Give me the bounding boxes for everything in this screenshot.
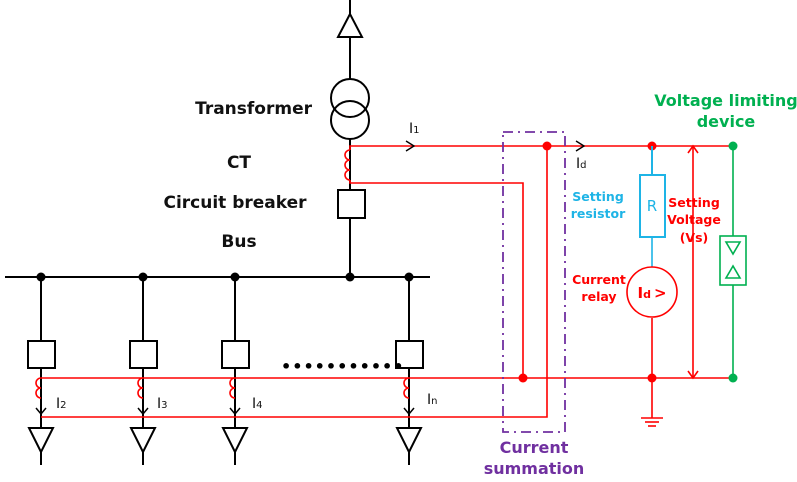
resistor-symbol-label: R: [647, 197, 657, 215]
current-label-in: In: [427, 392, 437, 408]
current-label-i3: I3: [157, 396, 168, 412]
down-arrow-icon: [403, 407, 415, 416]
feeder-current-arrows: [35, 407, 415, 416]
feeder-ct-coil-icon: [229, 377, 236, 399]
vld-junction-dot: [728, 373, 738, 383]
summation-return-wire: [41, 146, 548, 418]
transformer-label: Transformer: [195, 99, 313, 119]
feeder-ct-coil-icon: [137, 377, 144, 399]
current-summation-box: [502, 131, 566, 433]
current-label-i4: I4: [252, 396, 263, 412]
summation-junction-dot: [518, 373, 528, 383]
ct-label: CT: [227, 153, 251, 173]
more-feeders-ellipsis: •••••••••••: [281, 357, 405, 376]
main-ct-top-wire: [349, 145, 733, 150]
ct-secondary-wiring: [41, 145, 733, 418]
current-relay: [626, 266, 678, 318]
load-arrow-icon: [395, 427, 423, 455]
current-relay-label-line2: relay: [581, 289, 616, 304]
current-summation-label-line2: summation: [484, 459, 585, 478]
feeder-ct-coil-icon: [35, 377, 42, 399]
down-arrow-icon: [35, 407, 47, 416]
voltage-limiting-label-line2: device: [697, 112, 756, 131]
load-arrow-icon: [129, 427, 157, 455]
feeder-1: [27, 277, 56, 465]
current-summation-label-line1: Current: [500, 438, 569, 457]
current-relay-label-line1: Current: [572, 272, 626, 287]
current-label-i1: I1: [409, 121, 420, 137]
setting-voltage-label-line3: (Vs): [680, 230, 709, 245]
voltage-limiting-device: [719, 141, 747, 383]
feeder-2: [129, 277, 158, 465]
load-arrow-icon: [221, 427, 249, 455]
circuit-breaker-label: Circuit breaker: [163, 193, 307, 213]
main-circuit-breaker: [337, 189, 366, 219]
source-arrow-icon: [336, 11, 364, 38]
load-arrow-icon: [27, 427, 55, 455]
vld-up-triangle-icon: [724, 264, 742, 279]
main-ct-coil-icon: [344, 149, 351, 181]
feeder-circuit-breaker: [129, 340, 158, 369]
down-arrow-icon: [229, 407, 241, 416]
setting-voltage-label-line1: Setting: [668, 195, 720, 210]
id-arrow-icon: [575, 140, 586, 152]
up-arrow-icon: [687, 144, 699, 154]
setting-resistor-label-line2: resistor: [571, 206, 626, 221]
down-arrow-icon: [687, 370, 699, 380]
current-label-id: Id: [576, 156, 587, 172]
bus-junction-dot: [345, 272, 355, 282]
i1-arrow-icon: [405, 140, 416, 152]
setting-voltage-label-line2: Voltage: [667, 212, 721, 227]
relay-junction-dot: [647, 373, 657, 383]
voltage-limiting-label-line1: Voltage limiting: [654, 91, 797, 110]
transformer-winding-primary: [330, 78, 370, 118]
ground-icon: [641, 417, 663, 427]
setting-resistor: [639, 174, 666, 238]
current-label-i2: I2: [56, 396, 67, 412]
feeder-circuit-breaker: [27, 340, 56, 369]
down-arrow-icon: [137, 407, 149, 416]
feeder-ct-coil-icon: [403, 377, 410, 399]
incoming-feeder: [330, 0, 370, 277]
feeder-circuit-breaker: [221, 340, 250, 369]
transformer-winding-secondary: [330, 100, 370, 140]
feeder-3: [221, 277, 250, 465]
setting-resistor-label-line1: Setting: [572, 189, 624, 204]
bus-label: Bus: [221, 232, 256, 252]
vld-junction-dot: [728, 141, 738, 151]
summation-junction-dot: [542, 141, 552, 151]
setting-voltage-arrow: [687, 144, 699, 380]
main-ct-return-wire: [349, 180, 524, 378]
vld-down-triangle-icon: [724, 241, 742, 256]
relay-symbol-label: Id>: [637, 284, 666, 302]
